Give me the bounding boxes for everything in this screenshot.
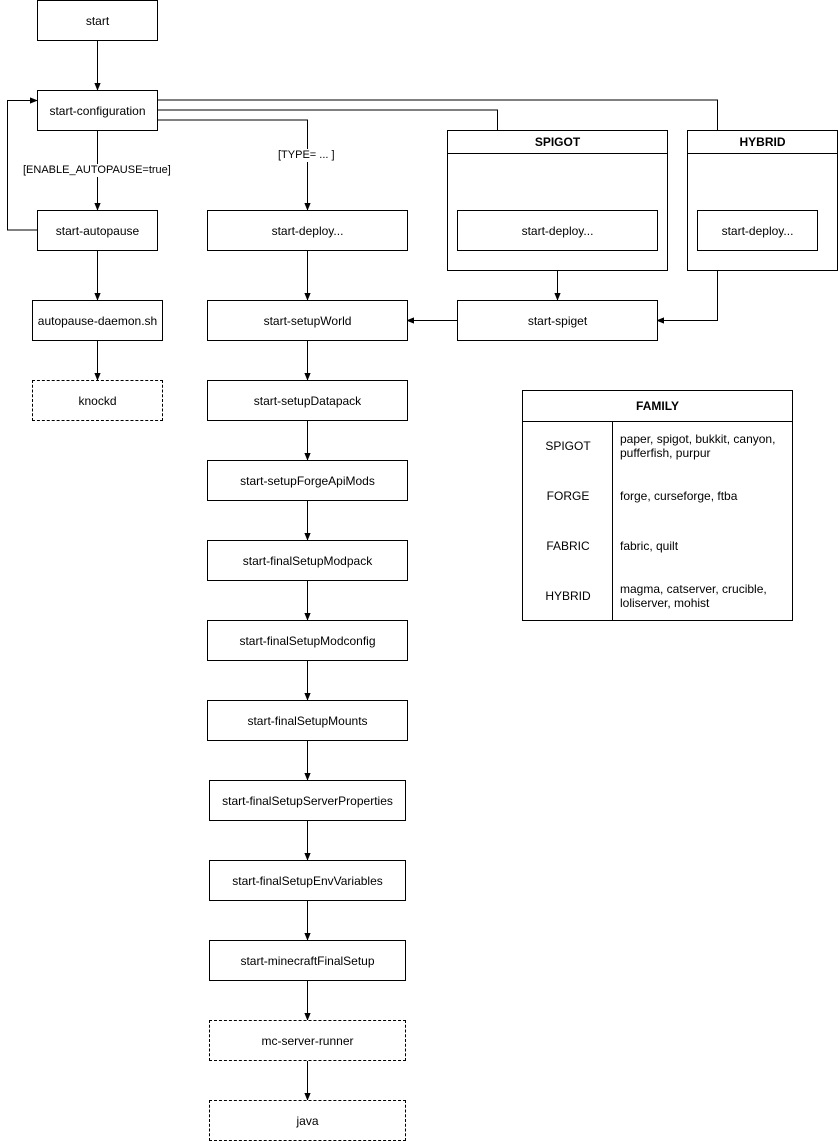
start-setupdatapack-node[interactable]: start-setupDatapack [207,380,408,421]
family-value: forge, curseforge, ftba [620,489,738,503]
spigot-container-title: SPIGOT [448,131,667,154]
start-finalsetupmodconfig-node[interactable]: start-finalSetupModconfig [207,620,408,661]
family-value: paper, spigot, bukkit, canyon, pufferfis… [620,432,776,460]
family-key: FORGE [546,489,590,503]
family-table-title: FAMILY [523,391,792,422]
java-node[interactable]: java [209,1100,406,1141]
hybrid-container-title: HYBRID [688,131,837,154]
start-finalsetupserverproperties-node[interactable]: start-finalSetupServerProperties [209,780,406,821]
start-setupworld-node[interactable]: start-setupWorld [207,300,408,341]
family-row-forge: FORGE forge, curseforge, ftba [523,471,792,521]
family-key: HYBRID [545,589,591,603]
start-finalsetupmounts-node[interactable]: start-finalSetupMounts [207,700,408,741]
start-finalsetupenvvariables-node[interactable]: start-finalSetupEnvVariables [209,860,406,901]
edge-autopause-loop-back [7,97,38,231]
family-row-spigot: SPIGOT paper, spigot, bukkit, canyon, pu… [523,421,792,471]
family-row-hybrid: HYBRID magma, catserver, crucible, lolis… [523,571,792,621]
start-setupforgeapimods-node[interactable]: start-setupForgeApiMods [207,460,408,501]
family-table-divider [612,421,613,621]
edge-hybrid-deploy-to-spiget [656,250,718,324]
start-deploy-node[interactable]: start-deploy... [207,210,408,251]
spigot-start-deploy-node[interactable]: start-deploy... [457,210,658,251]
family-table: FAMILY SPIGOT paper, spigot, bukkit, can… [522,390,793,621]
hybrid-start-deploy-node[interactable]: start-deploy... [697,210,818,251]
knockd-node[interactable]: knockd [32,380,163,421]
type-label: [TYPE= ... ] [278,149,335,162]
family-key: FABRIC [546,539,590,553]
start-minecraftfinalsetup-node[interactable]: start-minecraftFinalSetup [209,940,406,981]
family-value: magma, catserver, crucible, loliserver, … [620,582,767,610]
edge-configuration-to-deploy [157,119,311,211]
autopause-daemon-node[interactable]: autopause-daemon.sh [32,300,163,341]
family-row-fabric: FABRIC fabric, quilt [523,521,792,571]
start-finalsetupmodpack-node[interactable]: start-finalSetupModpack [207,540,408,581]
start-configuration-node[interactable]: start-configuration [37,90,158,131]
mc-server-runner-node[interactable]: mc-server-runner [209,1020,406,1061]
family-value: fabric, quilt [620,539,679,553]
family-key: SPIGOT [545,439,591,453]
start-autopause-node[interactable]: start-autopause [37,210,158,251]
enable-autopause-label: [ENABLE_AUTOPAUSE=true] [23,164,171,177]
start-spiget-node[interactable]: start-spiget [457,300,658,341]
start-node[interactable]: start [37,0,158,41]
